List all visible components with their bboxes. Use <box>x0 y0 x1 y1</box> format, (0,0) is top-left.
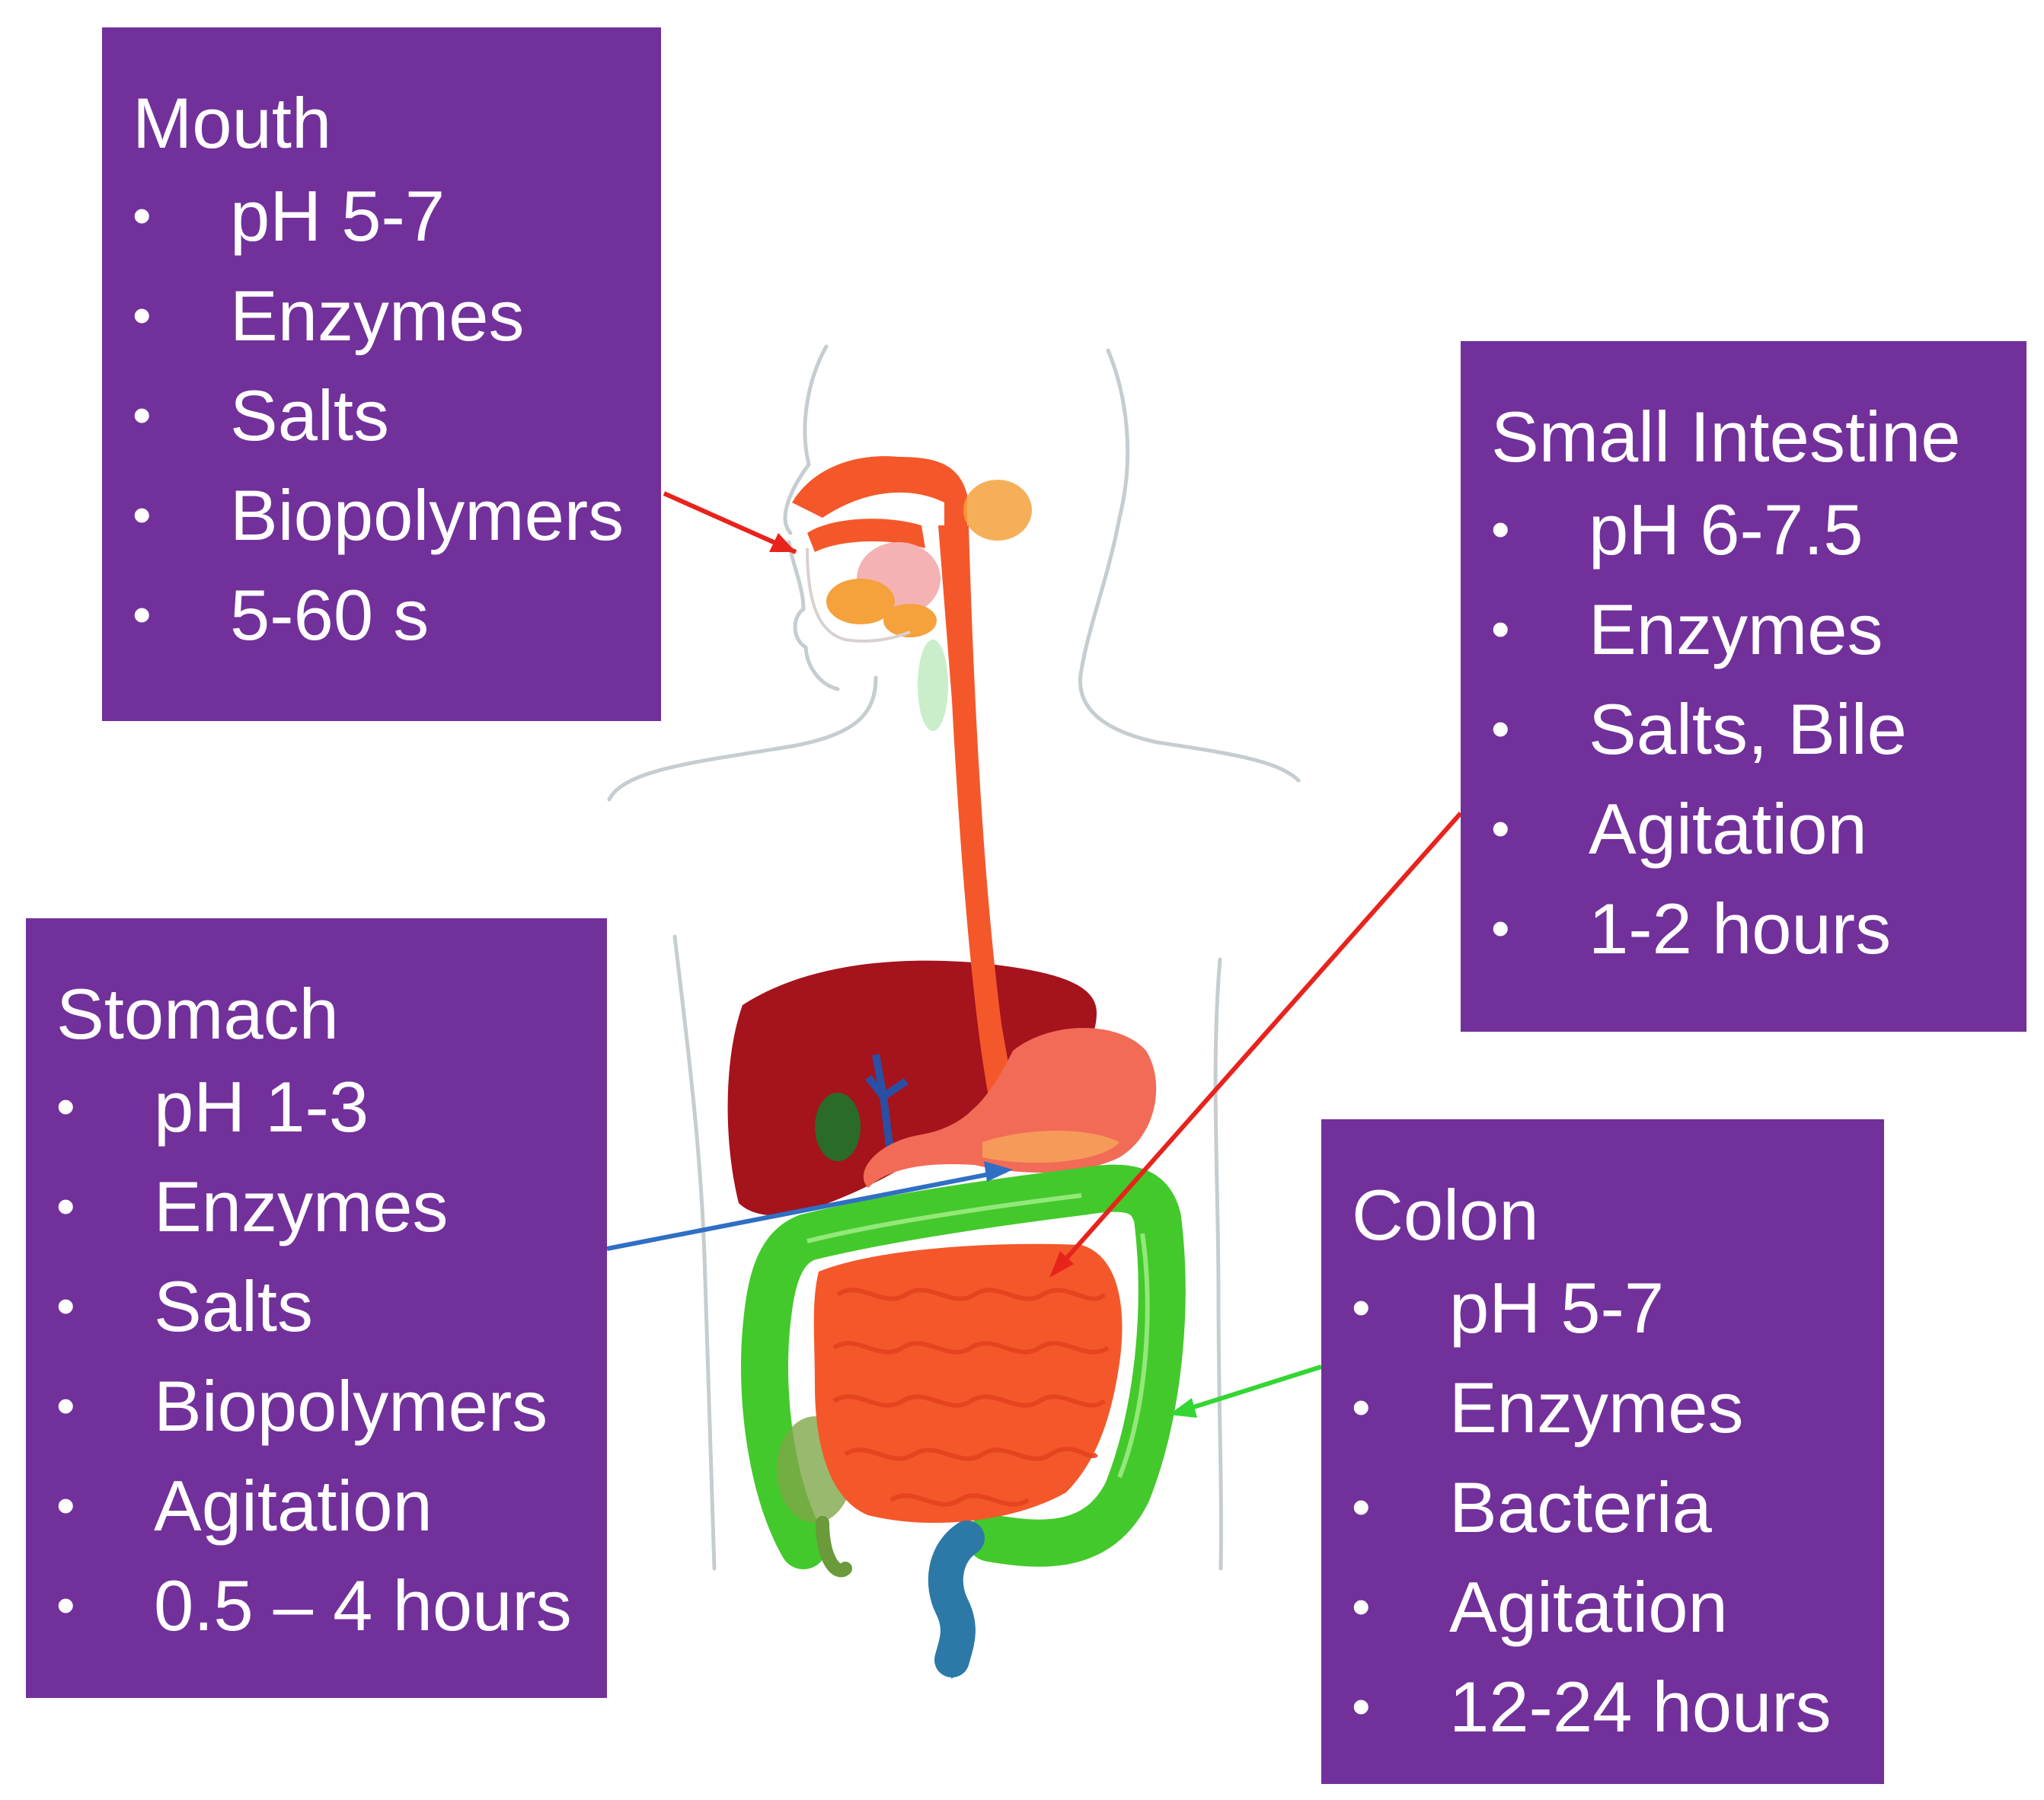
esophagus <box>938 525 1013 1104</box>
list-item: •1-2 hours <box>1491 879 2026 978</box>
list-item: •Bacteria <box>1352 1457 1884 1557</box>
bullet-icon: • <box>1491 599 1510 659</box>
small-intestine-info-box: Small Intestine •pH 6-7.5 •Enzymes •Salt… <box>1461 341 2026 1032</box>
list-item: •pH 1-3 <box>56 1057 607 1157</box>
bullet-icon: • <box>1352 1677 1371 1736</box>
list-item: •Agitation <box>1491 779 2026 879</box>
list-item: •12-24 hours <box>1352 1657 1884 1757</box>
bullet-icon: • <box>56 1376 75 1435</box>
bullet-icon: • <box>133 186 152 245</box>
arrow-small-intestine-head <box>1049 1251 1074 1278</box>
mouth-list: •pH 5-7 •Enzymes •Salts •Biopolymers •5-… <box>133 166 661 665</box>
stomach-title: Stomach <box>56 974 339 1054</box>
list-item: •Salts, Bile <box>1491 679 2026 779</box>
bile-duct <box>865 1054 909 1158</box>
small-intestine-title: Small Intestine <box>1491 397 1961 477</box>
list-item: •Enzymes <box>1491 579 2026 679</box>
list-item: •Enzymes <box>133 266 661 365</box>
list-item: •Biopolymers <box>56 1356 607 1456</box>
colon-list: •pH 5-7 •Enzymes •Bacteria •Agitation •1… <box>1352 1258 1884 1757</box>
bullet-icon: • <box>133 385 152 445</box>
bullet-icon: • <box>1352 1278 1371 1337</box>
list-item: •Enzymes <box>56 1157 607 1256</box>
bullet-icon: • <box>56 1176 75 1236</box>
bullet-icon: • <box>133 585 152 644</box>
arrows <box>606 491 1463 1418</box>
bullet-icon: • <box>56 1077 75 1136</box>
list-item: •Salts <box>133 365 661 465</box>
bullet-icon: • <box>133 286 152 345</box>
colon-title: Colon <box>1352 1175 1539 1255</box>
bullet-icon: • <box>1491 699 1510 758</box>
arrow-mouth-head <box>769 533 796 552</box>
bullet-icon: • <box>56 1476 75 1535</box>
list-item: •Agitation <box>1352 1557 1884 1657</box>
mouth-info-box: Mouth •pH 5-7 •Enzymes •Salts •Biopolyme… <box>102 27 661 721</box>
arrow-stomach <box>606 1169 1006 1251</box>
list-item: •Agitation <box>56 1456 607 1556</box>
stomach-list: •pH 1-3 •Enzymes •Salts •Biopolymers •Ag… <box>56 1057 607 1655</box>
bullet-icon: • <box>1352 1577 1371 1636</box>
small-intestine-list: •pH 6-7.5 •Enzymes •Salts, Bile •Agitati… <box>1491 480 2026 978</box>
bullet-icon: • <box>56 1276 75 1336</box>
colon-info-box: Colon •pH 5-7 •Enzymes •Bacteria •Agitat… <box>1321 1119 1884 1784</box>
list-item: •Enzymes <box>1352 1358 1884 1457</box>
bullet-icon: • <box>1352 1377 1371 1437</box>
list-item: •Salts <box>56 1256 607 1356</box>
bullet-icon: • <box>1491 898 1510 958</box>
stomach-info-box: Stomach •pH 1-3 •Enzymes •Salts •Biopoly… <box>26 918 607 1698</box>
list-item: •Biopolymers <box>133 465 661 565</box>
list-item: •pH 5-7 <box>1352 1258 1884 1358</box>
list-item: •pH 5-7 <box>133 166 661 266</box>
liver <box>727 960 1097 1216</box>
bullet-icon: • <box>133 485 152 544</box>
body-outline <box>607 344 1301 1571</box>
small-intestine <box>813 1243 1123 1523</box>
bullet-icon: • <box>1491 799 1510 858</box>
arrow-stomach-head <box>984 1161 1013 1182</box>
list-item: •pH 6-7.5 <box>1491 480 2026 579</box>
gallbladder <box>815 1093 861 1161</box>
bullet-icon: • <box>56 1575 75 1635</box>
arrow-small-intestine <box>1052 812 1463 1273</box>
list-item: •0.5 – 4 hours <box>56 1556 607 1655</box>
colon <box>741 1164 1186 1569</box>
list-item: •5-60 s <box>133 565 661 665</box>
arrow-colon-head <box>1169 1398 1197 1418</box>
mouth-title: Mouth <box>133 83 332 163</box>
bullet-icon: • <box>1352 1477 1371 1537</box>
rectum <box>928 1521 985 1677</box>
mouth-region <box>792 456 1032 731</box>
bullet-icon: • <box>1491 499 1510 559</box>
arrow-colon <box>1176 1364 1322 1415</box>
